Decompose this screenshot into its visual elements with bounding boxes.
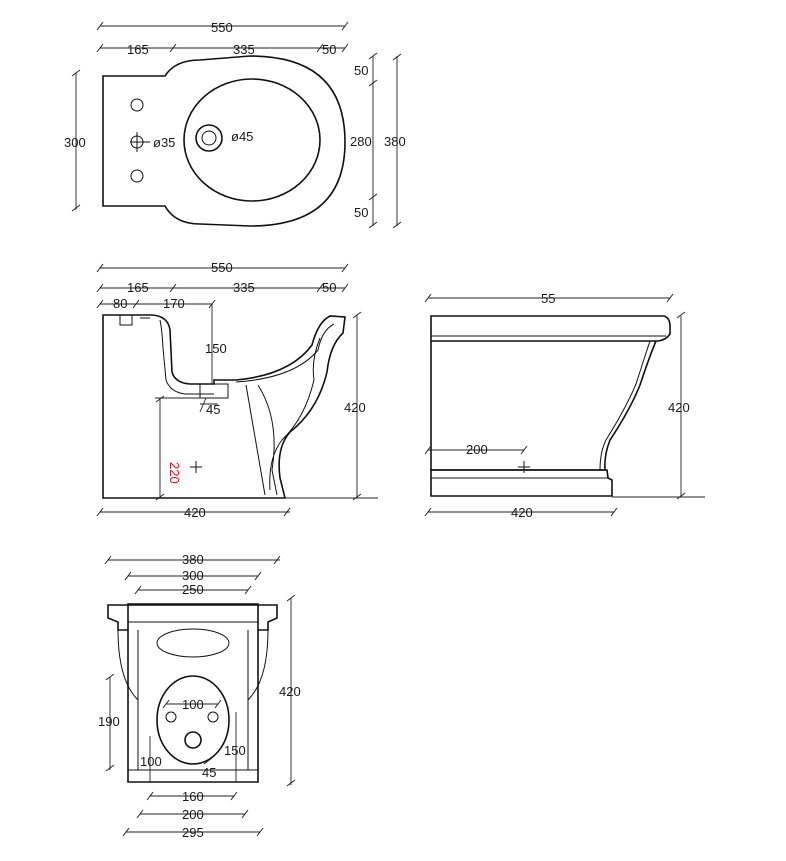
top-right-inner: 280 [350,134,372,149]
rear-base-b: 200 [182,807,204,822]
side-base-width: 420 [511,505,533,520]
rear-outlet-angle: 45 [202,765,216,780]
side-height: 420 [668,400,690,415]
top-right-bottom: 50 [354,205,368,220]
pedestal-inner [245,337,321,496]
trap-inner-2 [235,323,335,383]
rear-height: 420 [279,684,301,699]
top-right-top: 50 [354,63,368,78]
top-segment-right: 50 [322,42,336,57]
rear-right-height: 150 [224,743,246,758]
top-right-outer: 380 [384,134,406,149]
section-bowl-depth: 150 [205,341,227,356]
rear-left-low: 100 [140,754,162,769]
rear-opening [156,675,230,765]
rear-base-c: 295 [182,825,204,840]
section-segment-middle: 335 [233,280,255,295]
rear-rim [107,603,278,631]
rear-fixing-left [165,711,177,723]
outlet-stub [199,383,229,399]
section-segment-right: 50 [322,280,336,295]
side-rim [430,315,671,342]
rear-left-height: 190 [98,714,120,729]
rear-width-mid: 300 [182,568,204,583]
rear-outlet [184,731,202,749]
tap-hole-bottom [130,169,144,183]
side-plinth [430,469,613,497]
side-top-width: 55 [541,291,555,306]
section-offset-a: 80 [113,296,127,311]
rear-width-top: 380 [182,552,204,567]
rear-width-inner: 250 [182,582,204,597]
section-outlet-angle: 45 [206,402,220,417]
top-segment-middle: 335 [233,42,255,57]
rear-body-right [247,629,269,770]
rear-view: 380 300 250 420 190 100 100 150 [98,552,301,840]
section-outlet-height: 220 [167,462,182,484]
trap-inner [159,319,214,395]
side-bowl [430,340,657,471]
drain-hole-inner [201,130,217,146]
side-waste-offset: 200 [466,442,488,457]
section-overall-width: 550 [211,260,233,275]
tap-hole-top [130,98,144,112]
rear-logo-oval [156,628,230,658]
rear-fixing-spacing: 100 [182,697,204,712]
top-segment-left: 165 [127,42,149,57]
top-view: ø35 ø45 550 165 335 50 300 50 280 50 [64,20,406,229]
rear-fixing-right [207,711,219,723]
rear-base-a: 160 [182,789,204,804]
section-base-width: 420 [184,505,206,520]
rear-body [127,630,259,783]
section-offset-b: 170 [163,296,185,311]
top-view-outline [102,55,346,227]
rear-body-left [117,629,139,770]
bowl-rim [183,78,321,202]
section-view: 550 165 335 50 80 170 150 45 220 [96,260,378,520]
tap-notch [119,315,150,326]
section-segment-left: 165 [127,280,149,295]
top-overall-width: 550 [211,20,233,35]
top-depth: 300 [64,135,86,150]
section-height: 420 [344,400,366,415]
side-bowl-inner [599,340,651,471]
tap-hole-diameter: ø35 [153,135,175,150]
drain-hole-diameter: ø45 [231,129,253,144]
drain-hole-outer [195,124,223,152]
side-view: 55 200 420 420 [424,291,705,520]
